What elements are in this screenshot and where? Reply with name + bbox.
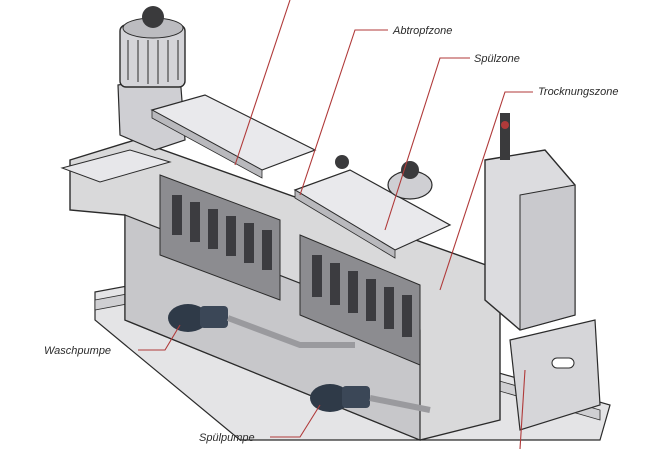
- leader-line-spuelzone: [384, 57, 470, 231]
- fan-3-motor: [335, 155, 349, 169]
- label-spuelpumpe: Spülpumpe: [199, 432, 255, 444]
- rinse-pump: [310, 384, 370, 412]
- inlet-shelf: [60, 149, 172, 183]
- tank-zone-1-baskets: [172, 195, 272, 270]
- signal-light: [501, 121, 509, 129]
- leader-line-bottom: [519, 369, 526, 450]
- pipe: [226, 315, 355, 348]
- label-trocknungszone: Trocknungszone: [538, 86, 619, 98]
- label-abtropfzone: Abtropfzone: [393, 25, 453, 37]
- fan-motor: [142, 6, 164, 28]
- signal-light-post: [500, 113, 510, 160]
- pipe-2: [369, 395, 431, 413]
- leader-line-trocknungszone: [439, 91, 533, 291]
- cabinet-handle: [551, 357, 575, 369]
- leader-line-spuelpumpe: [270, 404, 321, 438]
- fan-ribs: [127, 40, 179, 84]
- lower-cabinet: [509, 319, 601, 431]
- leader-line-top: [234, 0, 291, 166]
- leader-lines: [138, 0, 533, 450]
- control-cabinet-front: [519, 184, 576, 331]
- lid-zone-1-edge: [151, 109, 263, 179]
- leader-line-waschpumpe: [138, 324, 181, 351]
- label-waschpumpe: Waschpumpe: [44, 345, 112, 357]
- tank-zone-2-baskets: [312, 255, 412, 337]
- leader-line-abtropfzone: [299, 29, 388, 196]
- label-spuelzone: Spülzone: [474, 53, 520, 65]
- lid-zone-2-edge: [294, 189, 396, 259]
- wash-pump: [168, 304, 228, 332]
